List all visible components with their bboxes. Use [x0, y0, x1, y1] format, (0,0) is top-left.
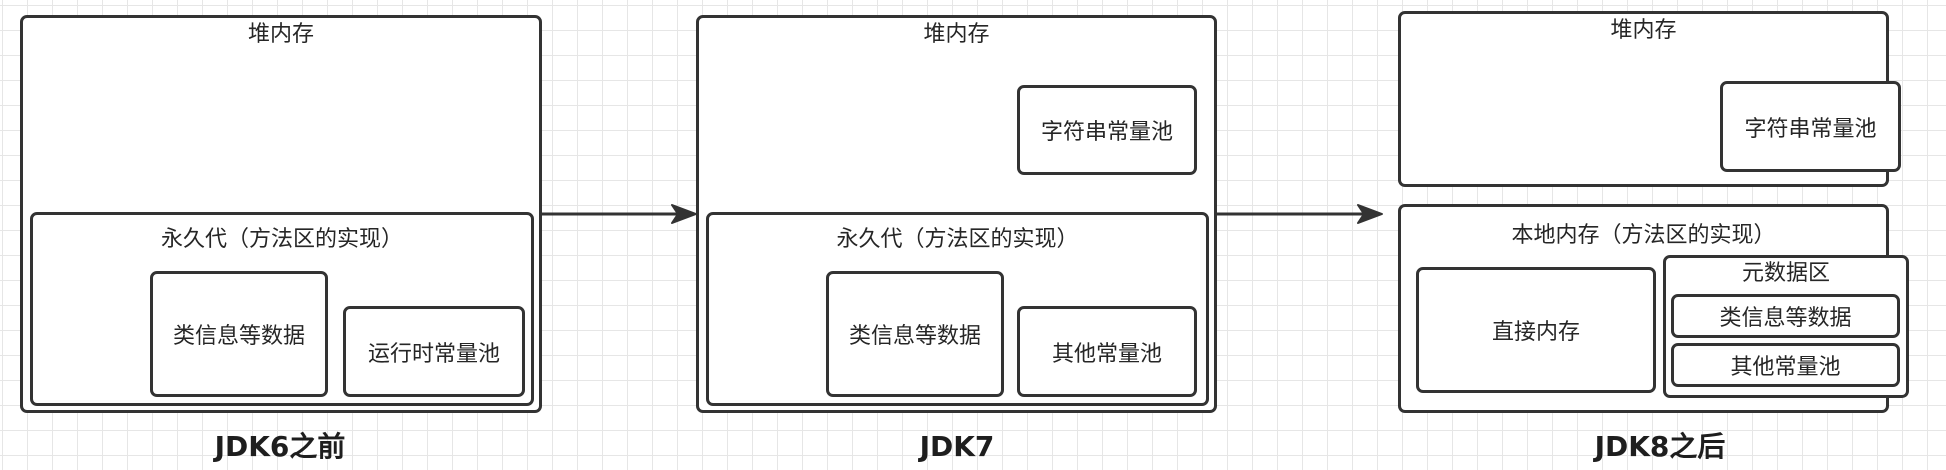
jdk7-string-pool-box: 字符串常量池: [1017, 85, 1197, 175]
jdk8-other-pool-box: 其他常量池: [1671, 343, 1900, 387]
jdk6-permgen-label: 永久代（方法区的实现）: [160, 227, 403, 252]
jdk6-class-info-box: 类信息等数据: [150, 271, 328, 397]
jdk7-heap-label: 堆内存: [923, 22, 990, 47]
jdk6-caption: JDK6之前: [214, 430, 346, 463]
arrow-jdk7-to-jdk8: [1217, 204, 1383, 224]
jdk7-class-info-box: 类信息等数据: [826, 271, 1004, 397]
jdk7-other-pool-label: 其他常量池: [1051, 341, 1162, 367]
jdk7-class-info-label: 类信息等数据: [848, 324, 981, 349]
jdk7-permgen-label: 永久代（方法区的实现）: [836, 227, 1079, 252]
jdk8-native-memory-label: 本地内存（方法区的实现）: [1511, 223, 1776, 248]
arrow-jdk6-to-jdk7: [542, 204, 697, 224]
jdk8-class-info-box: 类信息等数据: [1671, 294, 1900, 338]
jdk8-other-pool-label: 其他常量池: [1730, 355, 1841, 380]
jdk6-heap-label: 堆内存: [247, 22, 314, 47]
jdk6-class-info-label: 类信息等数据: [172, 324, 305, 349]
jdk8-direct-memory-label: 直接内存: [1491, 320, 1580, 345]
jdk8-string-pool-label: 字符串常量池: [1744, 116, 1877, 142]
jdk7-string-pool-label: 字符串常量池: [1040, 120, 1173, 145]
jdk8-string-pool-box: 字符串常量池: [1720, 81, 1901, 172]
jdk7-caption: JDK7: [919, 430, 995, 463]
jdk8-heap-label: 堆内存: [1610, 18, 1677, 43]
jdk6-runtime-pool-box: 运行时常量池: [343, 306, 525, 397]
jdk8-caption: JDK8之后: [1594, 430, 1726, 463]
jdk6-runtime-pool-label: 运行时常量池: [367, 341, 500, 367]
jdk7-other-pool-box: 其他常量池: [1017, 306, 1197, 397]
jdk8-metaspace-label: 元数据区: [1741, 261, 1830, 286]
jdk8-direct-memory-box: 直接内存: [1416, 267, 1656, 393]
jdk8-class-info-label: 类信息等数据: [1719, 306, 1852, 331]
